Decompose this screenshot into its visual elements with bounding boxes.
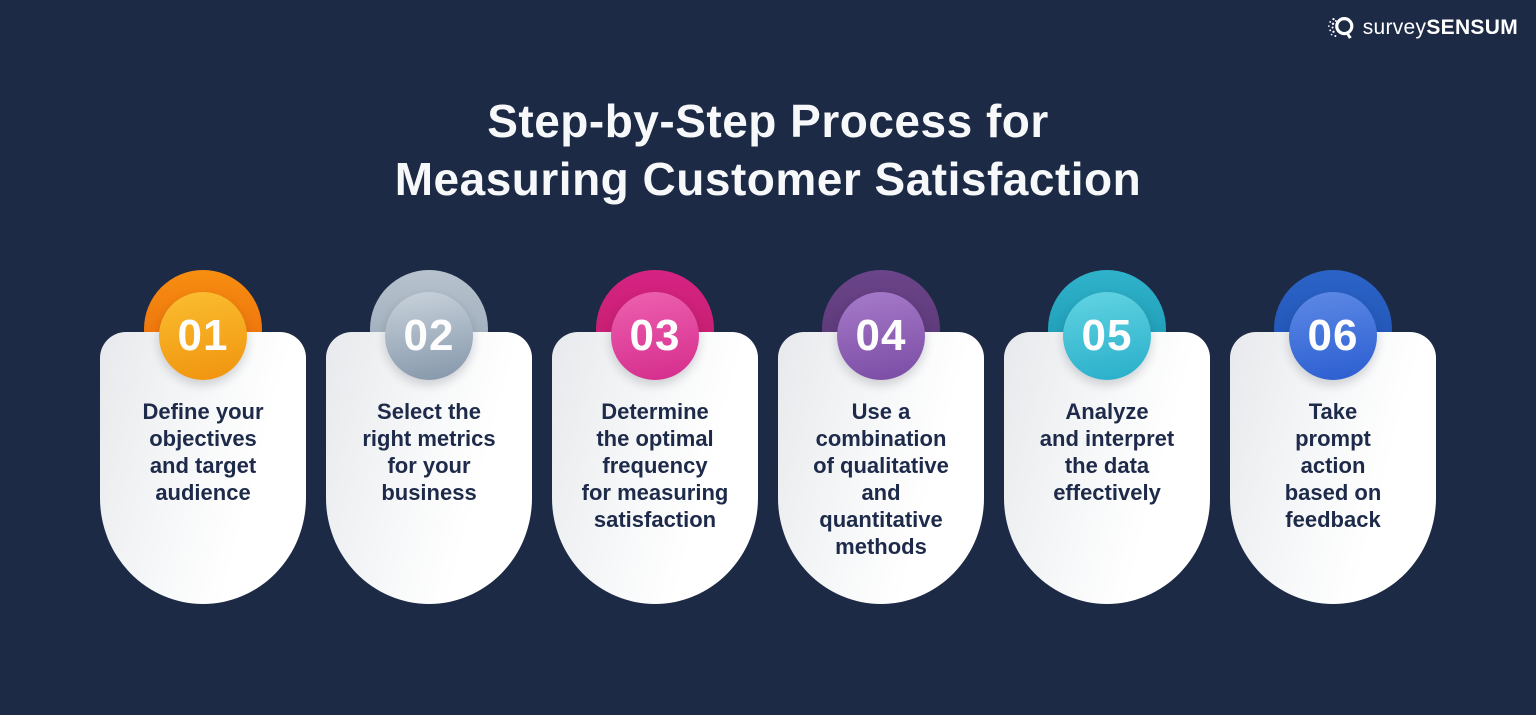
step-4-text: Use a combination of qualitative and qua… [813,399,949,559]
step-4-number-badge: 04 [837,292,925,380]
step-3: Determine the optimal frequency for meas… [552,270,758,606]
step-4: Use a combination of qualitative and qua… [778,270,984,606]
step-5-number: 05 [1081,311,1133,360]
step-6: Take prompt action based on feedback 06 [1230,270,1436,606]
step-5: Analyze and interpret the data effective… [1004,270,1210,606]
step-2-number: 02 [403,311,455,360]
step-1-number: 01 [177,311,229,360]
brand-name-light: survey [1362,16,1427,39]
page-title-line1: Step-by-Step Process for [487,95,1049,147]
step-1-number-badge: 01 [159,292,247,380]
step-4-number: 04 [855,311,907,360]
step-2: Select the right metrics for your busine… [326,270,532,606]
step-5-text: Analyze and interpret the data effective… [1039,399,1175,505]
brand-name-bold: SENSUM [1426,16,1518,39]
step-3-number: 03 [629,311,681,360]
page-title: Step-by-Step Process for Measuring Custo… [0,92,1536,208]
step-6-card: Take prompt action based on feedback [1230,332,1436,604]
step-2-number-badge: 02 [385,292,473,380]
magnifier-dots-icon [1326,13,1356,43]
step-6-number: 06 [1307,311,1359,360]
step-3-card: Determine the optimal frequency for meas… [552,332,758,604]
page-title-line2: Measuring Customer Satisfaction [394,153,1142,205]
step-2-text: Select the right metrics for your busine… [362,399,496,505]
step-1-text: Define your objectives and target audien… [142,399,264,505]
step-3-text: Determine the optimal frequency for meas… [581,399,729,532]
step-6-text: Take prompt action based on feedback [1284,399,1382,532]
steps-row: Define your objectives and target audien… [0,270,1536,606]
step-6-number-badge: 06 [1289,292,1377,380]
step-3-number-badge: 03 [611,292,699,380]
step-5-number-badge: 05 [1063,292,1151,380]
step-1: Define your objectives and target audien… [100,270,306,606]
